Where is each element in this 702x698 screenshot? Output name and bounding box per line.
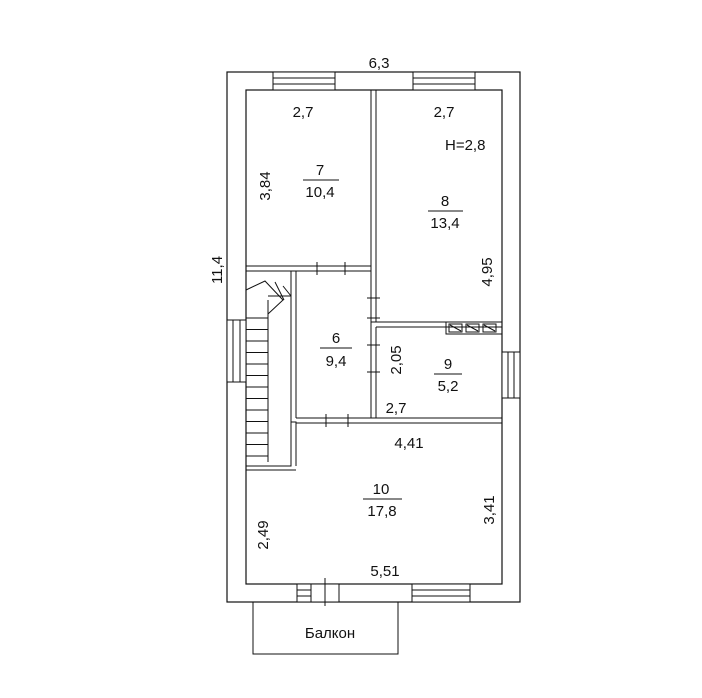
window-right (501, 351, 521, 399)
room-9: 2,05 9 5,2 2,7 (386, 345, 462, 417)
total-length-label: 11,4 (209, 256, 226, 284)
balcony-door (296, 578, 340, 606)
room-7-length: 3,84 (257, 171, 274, 200)
balcony: Балкон (252, 602, 399, 655)
interior-walls (246, 89, 502, 471)
room-10-area: 17,8 (367, 503, 396, 520)
room-9-width: 2,7 (386, 400, 407, 417)
room-8-length: 4,95 (479, 257, 496, 286)
door-room8 (367, 297, 380, 319)
kitchen-stove-icon (445, 321, 503, 335)
room-8: 2,7 8 13,4 4,95 (428, 104, 496, 287)
room-6-number: 6 (332, 330, 340, 347)
room-9-area: 5,2 (438, 378, 459, 395)
ceiling-height-label: H=2,8 (445, 137, 485, 154)
room-10: 4,41 10 17,8 2,49 3,41 5,51 (255, 435, 498, 580)
window-top-right (412, 71, 476, 91)
room-7-width: 2,7 (293, 104, 314, 121)
balcony-label: Балкон (305, 625, 355, 642)
room-10-number: 10 (373, 481, 390, 498)
room-8-width: 2,7 (434, 104, 455, 121)
window-left (226, 319, 247, 383)
room-9-length: 2,05 (388, 345, 405, 374)
room-8-number: 8 (441, 193, 449, 210)
window-bottom-right (411, 583, 471, 603)
room-8-area: 13,4 (430, 215, 459, 232)
room-10-width-top: 4,41 (394, 435, 423, 452)
room-10-length-right: 3,41 (481, 495, 498, 524)
door-room10 (325, 414, 349, 427)
room-7-number: 7 (316, 162, 324, 179)
room-7-area: 10,4 (305, 184, 334, 201)
room-10-width-bottom: 5,51 (370, 563, 399, 580)
room-7: 2,7 3,84 7 10,4 (257, 104, 339, 201)
total-width-label: 6,3 (369, 55, 390, 72)
room-9-number: 9 (444, 356, 452, 373)
staircase (245, 280, 292, 462)
room-6: 6 9,4 (320, 330, 352, 370)
door-room7 (316, 262, 346, 275)
window-top-left (272, 71, 336, 91)
room-10-length-left: 2,49 (255, 520, 272, 549)
door-room9 (367, 344, 380, 373)
room-6-area: 9,4 (326, 353, 347, 370)
